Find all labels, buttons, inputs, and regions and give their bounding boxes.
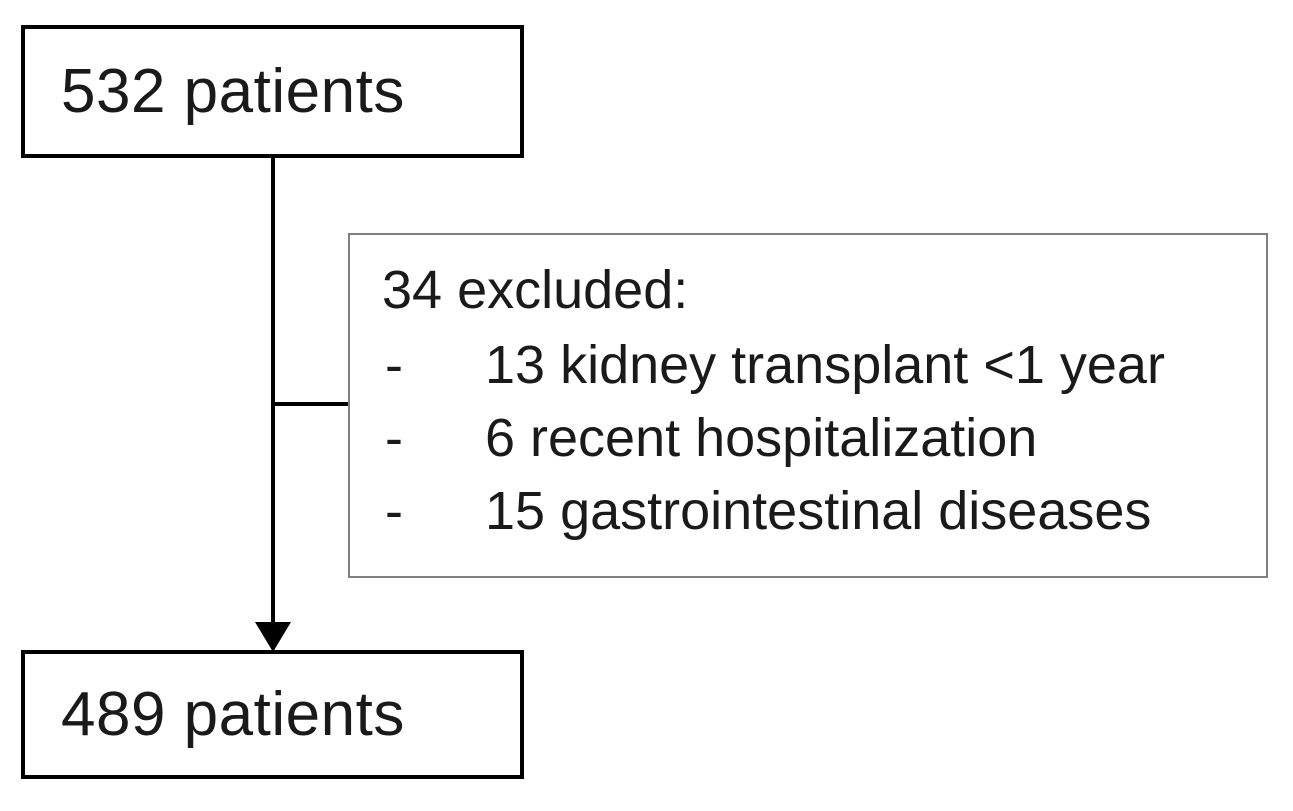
list-item: - 13 kidney transplant <1 year xyxy=(350,338,1266,411)
list-item-label: 6 recent hospitalization xyxy=(485,408,1038,468)
included-patients-box: 489 patients xyxy=(21,650,524,779)
arrow-head-down-icon xyxy=(255,622,291,652)
included-patients-label: 489 patients xyxy=(61,679,405,749)
list-item-label: 13 kidney transplant <1 year xyxy=(485,335,1165,395)
list-item-label: 15 gastrointestinal diseases xyxy=(485,481,1152,541)
exclusion-reason-list: - 13 kidney transplant <1 year - 6 recen… xyxy=(350,338,1266,557)
enrolled-patients-box: 532 patients xyxy=(21,25,524,158)
list-item: - 6 recent hospitalization xyxy=(350,411,1266,484)
excluded-title: 34 excluded: xyxy=(382,260,689,320)
list-item-bullet: - xyxy=(385,481,403,541)
list-item-bullet: - xyxy=(385,408,403,468)
list-item: - 15 gastrointestinal diseases xyxy=(350,484,1266,557)
excluded-patients-box: 34 excluded: - 13 kidney transplant <1 y… xyxy=(348,233,1268,578)
list-item-bullet: - xyxy=(385,335,403,395)
horizontal-connector-line xyxy=(271,402,350,406)
vertical-connector-line xyxy=(271,155,275,635)
enrolled-patients-label: 532 patients xyxy=(61,56,405,126)
